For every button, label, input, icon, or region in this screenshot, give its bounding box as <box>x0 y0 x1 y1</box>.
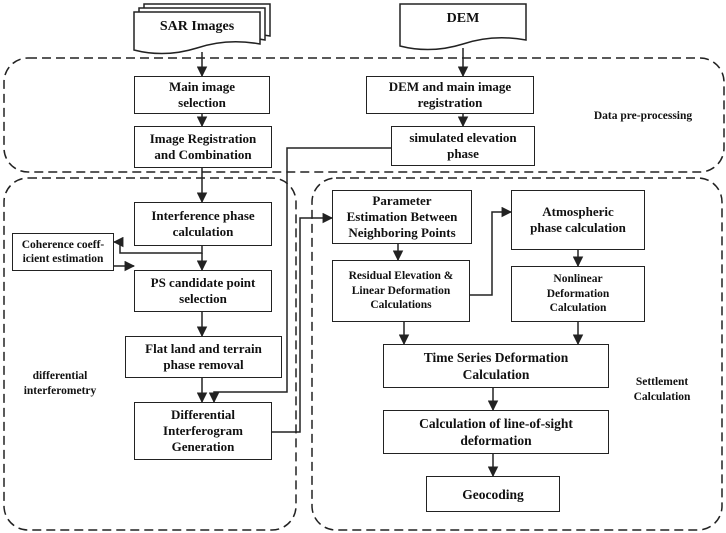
arrow-residual-to-atmospheric <box>470 206 513 296</box>
residual-elevation-line3: Calculations <box>370 299 432 312</box>
settlement-label-line1: Settlement <box>635 376 689 388</box>
differential-label-line2: interferometry <box>23 385 97 397</box>
dem-registration-line2: registration <box>417 95 483 110</box>
flat-land-line2: phase removal <box>163 357 244 372</box>
dem-registration-line1: DEM and main image <box>388 79 512 94</box>
time-series-line2: Calculation <box>462 367 530 382</box>
parameter-estimation-line3: Neighboring Points <box>348 225 456 240</box>
differential-label: differential interferometry <box>12 369 108 399</box>
main-image-selection-line2: selection <box>178 95 226 110</box>
flat-land-line1: Flat land and terrain <box>145 341 262 356</box>
simulated-phase-line2: phase <box>447 146 479 161</box>
sar-images-document-shape <box>133 3 271 55</box>
interference-phase-line1: Interference phase <box>151 208 255 223</box>
image-registration-line1: Image Registration <box>149 131 257 146</box>
coherence-line1: Coherence coeff- <box>21 238 105 251</box>
settlement-region <box>311 177 723 531</box>
atmospheric-phase-line2: phase calculation <box>530 220 626 235</box>
preprocessing-region <box>3 57 725 173</box>
differential-interferogram-line1: Differential <box>170 407 236 422</box>
geocoding-box: Geocoding <box>426 476 560 512</box>
differential-label-line1: differential <box>32 370 88 382</box>
settlement-label: Settlement Calculation <box>612 375 712 405</box>
preprocessing-label: Data pre-processing <box>593 110 693 122</box>
parameter-estimation-line2: Estimation Between <box>346 209 458 224</box>
interference-phase-line2: calculation <box>172 224 234 239</box>
line-of-sight-box: Calculation of line-of-sight deformation <box>383 410 609 454</box>
line-of-sight-line1: Calculation of line-of-sight <box>419 416 573 431</box>
differential-interferogram-line3: Generation <box>171 439 235 454</box>
nonlinear-deformation-line3: Calculation <box>549 302 607 315</box>
time-series-line1: Time Series Deformation <box>423 350 569 365</box>
main-image-selection-line1: Main image <box>168 79 236 94</box>
coherence-box: Coherence coeff-icient estimation <box>12 233 114 271</box>
differential-interferogram-line2: Interferogram <box>163 423 243 438</box>
line-of-sight-line2: deformation <box>460 433 532 448</box>
dem-label: DEM <box>446 11 480 26</box>
geocoding-line1: Geocoding <box>462 486 524 502</box>
arrow-simulated-to-differential <box>208 147 391 404</box>
nonlinear-deformation-line1: Nonlinear <box>553 273 603 286</box>
sar-images-label: SAR Images <box>159 19 235 34</box>
settlement-label-line2: Calculation <box>633 391 691 403</box>
arrow-interference-to-coherence <box>112 236 203 254</box>
dem-document-shape <box>399 3 527 51</box>
differential-region <box>3 177 297 531</box>
ps-candidate-line2: selection <box>179 291 227 306</box>
residual-elevation-line2: Linear Deformation <box>351 284 451 297</box>
ps-candidate-line1: PS candidate point <box>150 275 256 290</box>
simulated-phase-line1: simulated elevation <box>409 130 517 145</box>
nonlinear-deformation-line2: Deformation <box>546 287 610 300</box>
arrow-differential-to-parameter <box>272 212 334 433</box>
atmospheric-phase-line1: Atmospheric <box>542 204 614 219</box>
image-registration-line2: and Combination <box>154 147 252 162</box>
parameter-estimation-line1: Parameter <box>372 193 432 208</box>
coherence-line2: icient estimation <box>22 253 104 265</box>
residual-elevation-line1: Residual Elevation & <box>348 270 454 283</box>
